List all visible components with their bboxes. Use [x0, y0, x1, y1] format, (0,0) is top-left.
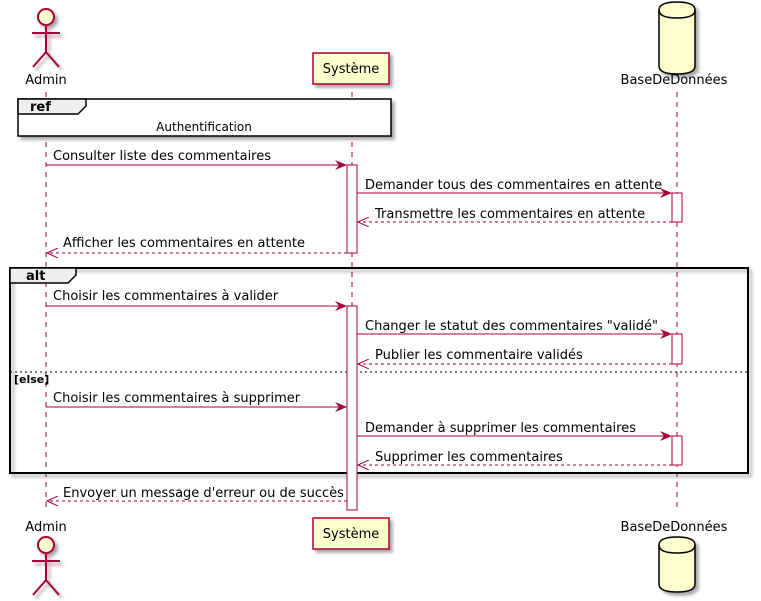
systeme-label-bottom: Système [323, 527, 379, 542]
ref-label: Authentification [156, 120, 252, 134]
message-5-label: Choisir les commentaires à valider [53, 289, 279, 304]
systeme-label-top: Système [323, 62, 379, 77]
message-10-label: Supprimer les commentaires [375, 450, 563, 465]
bdd-label-top: BaseDeDonnées [621, 73, 728, 88]
bdd-activation-1 [671, 192, 683, 223]
systeme-box-bottom [312, 517, 390, 550]
alt-tag: alt [26, 269, 45, 284]
message-4-label: Afficher les commentaires en attente [63, 236, 305, 251]
bdd-label-bottom: BaseDeDonnées [621, 520, 728, 535]
actor-icon [32, 536, 60, 596]
database-icon-bottom [658, 536, 696, 593]
database-icon-top [658, 1, 696, 75]
systeme-activation-2 [346, 305, 358, 511]
message-6-label: Changer le statut des commentaires "vali… [365, 319, 658, 334]
admin-actor-top [32, 8, 60, 68]
ref-tag: ref [30, 100, 51, 115]
message-7-label: Publier les commentaire validés [375, 348, 583, 363]
message-8-label: Choisir les commentaires à supprimer [53, 391, 301, 406]
message-1-label: Consulter liste des commentaires [53, 149, 271, 164]
message-9-label: Demander à supprimer les commentaires [365, 421, 636, 436]
message-11-label: Envoyer un message d'erreur ou de succès [63, 486, 344, 501]
else-label: [else] [14, 373, 49, 386]
bdd-activation-2 [671, 333, 683, 365]
ref-frame: ref Authentification [17, 98, 392, 137]
message-2-label: Demander tous des commentaires en attent… [365, 178, 662, 193]
message-3-label: Transmettre les commentaires en attente [374, 207, 645, 222]
alt-frame: alt [else] [9, 267, 749, 474]
admin-actor-bottom [32, 536, 60, 596]
systeme-activation-1 [346, 164, 358, 254]
systeme-box-top [312, 52, 390, 85]
actor-icon [32, 8, 60, 68]
bdd-activation-3 [671, 435, 683, 466]
admin-label-top: Admin [25, 73, 66, 88]
admin-label-bottom: Admin [25, 520, 66, 535]
